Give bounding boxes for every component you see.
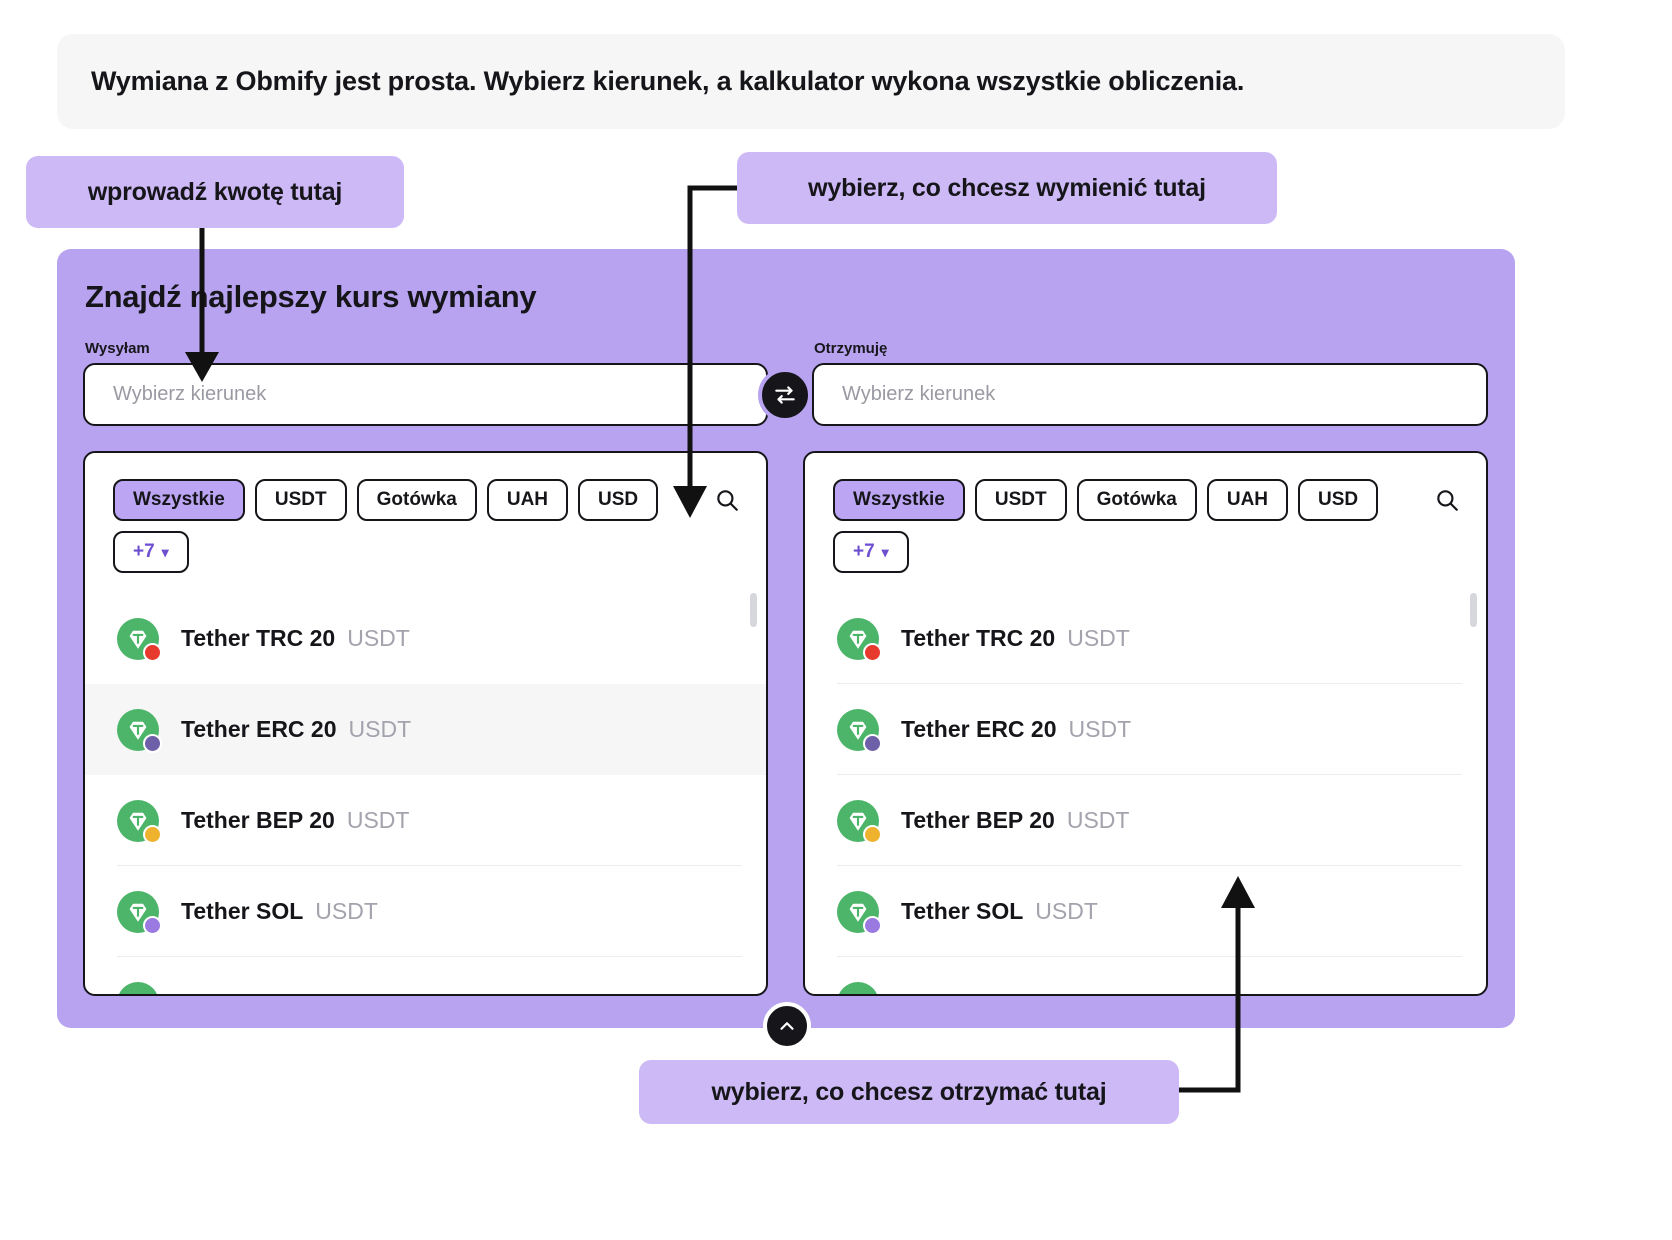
callout-choose-receive-label: wybierz, co chcesz otrzymać tutaj — [711, 1077, 1107, 1106]
tether-coin-icon — [117, 981, 159, 994]
send-chip-usdt[interactable]: USDT — [254, 479, 347, 521]
receive-filter-chips: Wszystkie USDT Gotówka UAH USD +7 ▾ — [805, 453, 1425, 573]
send-field-label: Wysyłam — [85, 340, 150, 357]
callout-choose-receive: wybierz, co chcesz otrzymać tutaj — [639, 1060, 1179, 1124]
send-chip-uah[interactable]: UAH — [486, 479, 569, 521]
receive-chip-more-label: +7 — [853, 541, 875, 562]
page-title: Znajdź najlepszy kurs wymiany — [85, 279, 537, 314]
swap-arrows-icon[interactable] — [758, 368, 812, 422]
send-list-item-2[interactable]: Tether BEP 20 USDT — [85, 775, 766, 866]
receive-list-item-2[interactable]: Tether BEP 20 USDT — [805, 775, 1486, 866]
network-badge-bnb — [863, 824, 882, 844]
receive-list-item-2-name: Tether BEP 20 — [901, 807, 1055, 833]
receive-currency-list: Tether TRC 20 USDT Tether ERC 20 USDT — [805, 593, 1486, 994]
receive-direction-placeholder: Wybierz kierunek — [842, 383, 996, 405]
send-list-item-0-name: Tether TRC 20 — [181, 625, 336, 651]
receive-chip-gotowka[interactable]: Gotówka — [1076, 479, 1197, 521]
receive-list-item-3-ticker: USDT — [1035, 898, 1098, 924]
receive-list-item-4-partial[interactable] — [805, 957, 1486, 994]
receive-currency-dropdown: Wszystkie USDT Gotówka UAH USD +7 ▾ — [803, 451, 1488, 996]
network-badge-bnb — [143, 824, 162, 844]
receive-chip-wszystkie[interactable]: Wszystkie — [833, 479, 965, 521]
receive-list-item-1-ticker: USDT — [1068, 716, 1132, 742]
send-list-item-1-name: Tether ERC 20 — [181, 716, 337, 742]
send-list-item-3-name: Tether SOL — [181, 898, 304, 924]
receive-field-label: Otrzymuję — [814, 340, 888, 357]
callout-choose-send-label: wybierz, co chcesz wymienić tutaj — [808, 173, 1206, 202]
receive-list-scrollbar[interactable] — [1470, 593, 1477, 983]
receive-list-item-0-ticker: USDT — [1067, 625, 1130, 651]
receive-chip-usdt[interactable]: USDT — [974, 479, 1067, 521]
send-filter-chips: Wszystkie USDT Gotówka UAH USD +7 ▾ — [85, 453, 705, 573]
send-list-item-1[interactable]: Tether ERC 20 USDT — [85, 684, 766, 775]
send-currency-dropdown: Wszystkie USDT Gotówka UAH USD +7 ▾ — [83, 451, 768, 996]
send-direction-select[interactable]: Wybierz kierunek — [83, 363, 768, 426]
tether-coin-icon — [837, 890, 882, 935]
send-list-item-0-ticker: USDT — [347, 625, 410, 651]
send-chip-more[interactable]: +7 ▾ — [113, 531, 189, 573]
send-list-scrollbar-thumb[interactable] — [750, 593, 757, 627]
send-list-item-4-partial[interactable] — [85, 957, 766, 994]
network-badge-solana — [143, 915, 162, 935]
receive-chip-uah[interactable]: UAH — [1206, 479, 1289, 521]
send-list-item-0[interactable]: Tether TRC 20 USDT — [85, 593, 766, 684]
chevron-up-icon[interactable] — [763, 1002, 811, 1050]
send-list-item-3-ticker: USDT — [315, 898, 378, 924]
send-list-item-3[interactable]: Tether SOL USDT — [85, 866, 766, 957]
receive-chip-more[interactable]: +7 ▾ — [833, 531, 909, 573]
receive-list-item-0[interactable]: Tether TRC 20 USDT — [805, 593, 1486, 684]
send-list-item-2-ticker: USDT — [346, 807, 410, 833]
send-list-item-2-name: Tether BEP 20 — [181, 807, 335, 833]
intro-banner: Wymiana z Obmify jest prosta. Wybierz ki… — [57, 34, 1565, 129]
callout-enter-amount: wprowadź kwotę tutaj — [26, 156, 404, 228]
tether-coin-icon — [837, 708, 882, 753]
receive-list-scrollbar-thumb[interactable] — [1470, 593, 1477, 627]
receive-search-icon[interactable] — [1426, 479, 1468, 521]
send-chip-usd[interactable]: USD — [578, 479, 659, 521]
tether-coin-icon — [117, 890, 162, 935]
network-badge-tron — [143, 642, 162, 662]
chevron-down-icon: ▾ — [161, 544, 169, 560]
send-currency-list: Tether TRC 20 USDT Tether ERC 20 USDT — [85, 593, 766, 994]
send-chip-more-label: +7 — [133, 541, 155, 562]
tether-coin-icon — [117, 799, 162, 844]
receive-direction-select[interactable]: Wybierz kierunek — [812, 363, 1488, 426]
tether-coin-icon — [837, 981, 879, 994]
receive-list-item-3-name: Tether SOL — [901, 898, 1024, 924]
network-badge-solana — [863, 915, 882, 935]
intro-banner-text: Wymiana z Obmify jest prosta. Wybierz ki… — [91, 66, 1245, 96]
chevron-down-icon: ▾ — [881, 544, 889, 560]
send-chip-gotowka[interactable]: Gotówka — [356, 479, 477, 521]
callout-choose-send: wybierz, co chcesz wymienić tutaj — [737, 152, 1277, 224]
tether-coin-icon — [837, 617, 882, 662]
receive-list-item-1-name: Tether ERC 20 — [901, 716, 1057, 742]
send-direction-placeholder: Wybierz kierunek — [113, 383, 267, 405]
receive-list-item-3[interactable]: Tether SOL USDT — [805, 866, 1486, 957]
send-list-item-1-ticker: USDT — [348, 716, 412, 742]
send-list-scrollbar[interactable] — [750, 593, 757, 983]
tether-coin-icon — [837, 799, 882, 844]
network-badge-ethereum — [143, 733, 162, 753]
tether-coin-icon — [117, 708, 162, 753]
receive-list-item-1[interactable]: Tether ERC 20 USDT — [805, 684, 1486, 775]
receive-list-item-2-ticker: USDT — [1066, 807, 1130, 833]
network-badge-ethereum — [863, 733, 882, 753]
exchange-card: Znajdź najlepszy kurs wymiany Wysyłam Ot… — [57, 249, 1515, 1028]
callout-enter-amount-label: wprowadź kwotę tutaj — [87, 177, 343, 206]
tether-coin-icon — [117, 617, 162, 662]
send-search-icon[interactable] — [706, 479, 748, 521]
network-badge-tron — [863, 642, 882, 662]
receive-chip-usd[interactable]: USD — [1298, 479, 1379, 521]
send-chip-wszystkie[interactable]: Wszystkie — [113, 479, 245, 521]
receive-list-item-0-name: Tether TRC 20 — [901, 625, 1056, 651]
